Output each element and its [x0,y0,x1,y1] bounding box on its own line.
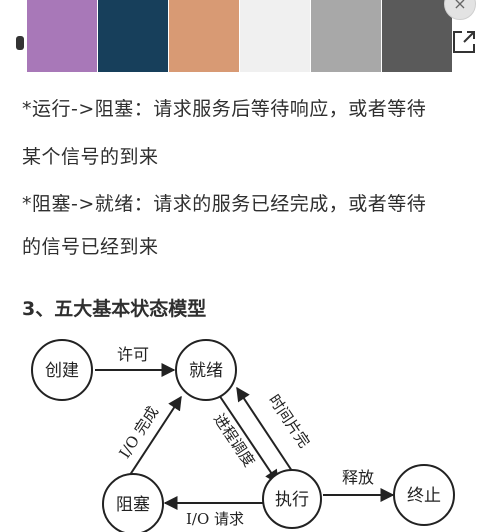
text-line-2: 某个信号的到来 [22,146,159,168]
close-button[interactable]: × [444,0,476,20]
share-icon[interactable] [450,28,478,56]
text-line-3: *阻塞->就绪：请求的服务已经完成，或者等待 [22,193,427,215]
node-terminate: 终止 [393,464,455,526]
label-running-blocked: I/O 请求 [186,510,244,528]
edge-ready-running [216,391,279,485]
edge-running-ready [236,386,299,481]
close-icon: × [453,0,467,13]
svg-text:阻塞: 阻塞 [116,495,150,515]
color-swatch-gray[interactable] [311,0,381,72]
node-running: 执行 [262,469,322,529]
color-swatch-peach[interactable] [169,0,239,72]
node-blocked: 阻塞 [102,473,164,532]
node-ready: 就绪 [175,339,237,401]
color-swatch-white[interactable] [240,0,310,72]
node-create: 创建 [31,339,93,401]
label-blocked-ready: I/O 完成 [115,403,162,461]
svg-text:执行: 执行 [275,490,309,510]
svg-text:创建: 创建 [45,361,79,381]
section-heading: 3、五大基本状态模型 [22,298,207,320]
label-create-ready: 许可 [117,345,149,364]
color-swatch-purple[interactable] [27,0,97,72]
svg-text:终止: 终止 [407,486,441,506]
state-model-diagram: 创建 就绪 阻塞 执行 终止 许可 I/O 完成 进程调度 时间片完 I/O 请… [31,339,455,532]
text-line-1: *运行->阻塞：请求服务后等待响应，或者等待 [22,98,427,120]
color-swatch-navy[interactable] [98,0,168,72]
text-line-4: 的信号已经到来 [22,236,159,258]
color-swatch-strip [0,0,500,72]
back-icon[interactable] [16,36,24,50]
svg-text:就绪: 就绪 [189,361,223,381]
label-running-terminate: 释放 [342,468,374,487]
edge-blocked-ready [123,395,182,485]
color-swatch-dark-gray[interactable] [382,0,452,72]
